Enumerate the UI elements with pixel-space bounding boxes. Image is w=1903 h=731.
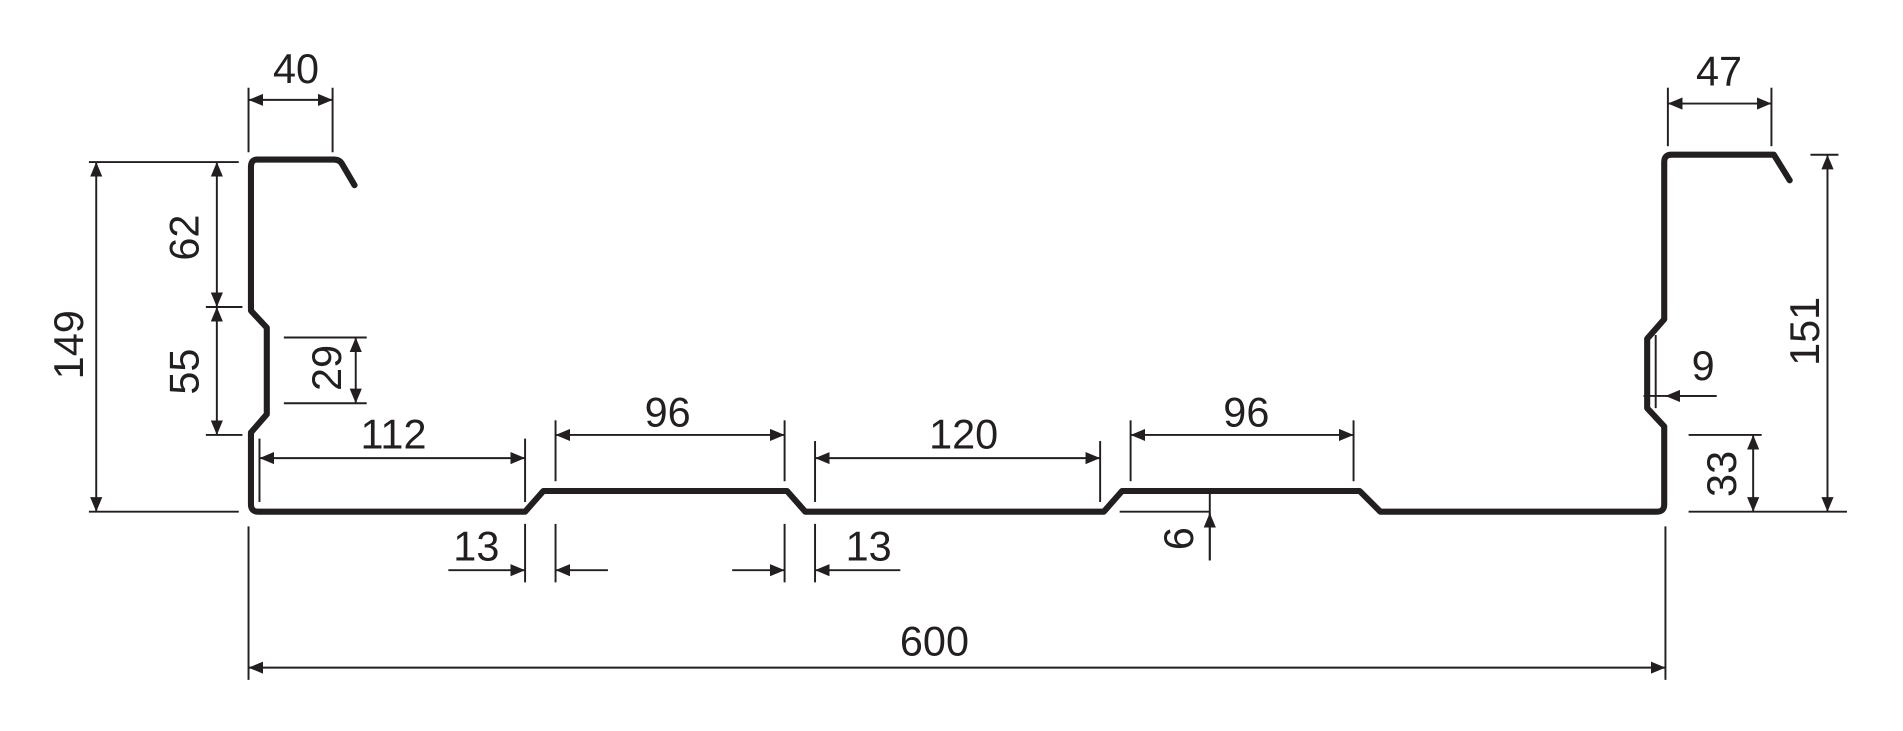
dim-right-height: 151 <box>1688 153 1847 513</box>
dim-label: 55 <box>162 349 208 395</box>
dim-first-pan: 112 <box>258 411 527 502</box>
dim-left-indent: 29 <box>283 336 367 405</box>
dim-label: 112 <box>360 411 426 457</box>
dim-rib-depth: 9 <box>1119 490 1216 561</box>
dim-rib-slope-left: 13 <box>448 523 608 583</box>
dim-rib-slope-right: 13 <box>732 523 901 583</box>
dim-label: 96 <box>1223 389 1269 435</box>
dim-rib-top-2: 96 <box>1129 389 1355 482</box>
dim-rib-top-1: 96 <box>554 389 786 482</box>
sheet-profile <box>247 151 1793 515</box>
dim-middle-pan: 120 <box>814 411 1102 502</box>
dim-left-flange: 40 <box>247 46 334 153</box>
dim-overall-width: 600 <box>247 526 1667 680</box>
dim-label: 96 <box>645 389 691 435</box>
dim-label: 33 <box>1699 451 1745 497</box>
dim-label: 13 <box>453 523 499 569</box>
dim-left-segments: 62 55 <box>162 162 243 436</box>
dim-label: 151 <box>1782 297 1828 366</box>
dim-label: 13 <box>846 523 892 569</box>
dim-right-indent: 9 <box>1643 335 1717 409</box>
dim-label: 47 <box>1696 48 1742 94</box>
dim-label: 29 <box>304 345 350 391</box>
dim-label: 600 <box>900 618 969 664</box>
dim-label: 9 <box>1692 343 1715 389</box>
dim-label: 120 <box>929 411 998 457</box>
dim-label: 9 <box>1156 527 1202 550</box>
dim-right-flange: 47 <box>1666 48 1773 147</box>
dim-label: 62 <box>162 215 208 261</box>
dim-left-height: 149 <box>46 161 239 513</box>
dim-label: 149 <box>46 310 92 379</box>
dim-label: 40 <box>273 46 319 92</box>
dim-right-indent-offset: 33 <box>1688 433 1762 512</box>
